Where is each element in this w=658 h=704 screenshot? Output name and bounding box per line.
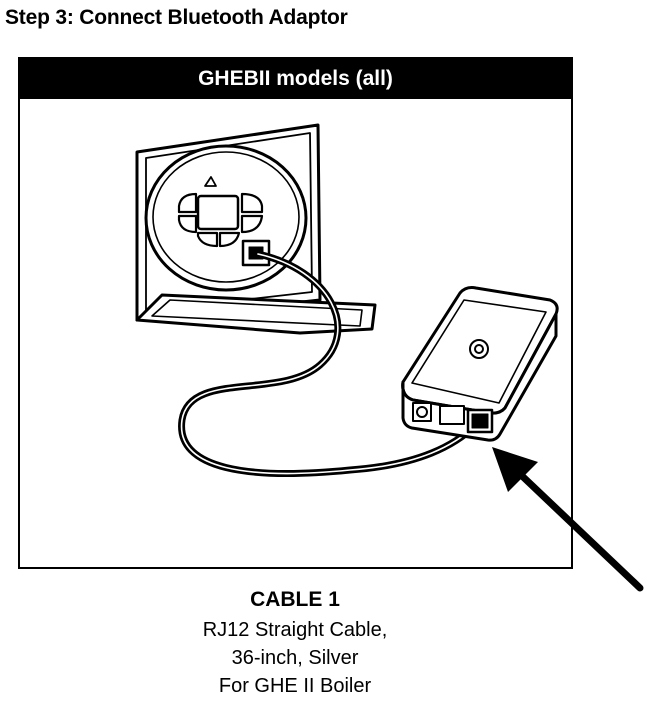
cable-description-line: 36-inch, Silver <box>231 647 359 669</box>
arrow-icon <box>492 447 644 592</box>
step-title: Step 3: Connect Bluetooth Adaptor <box>5 6 348 29</box>
thermostat-control-icon <box>135 123 377 335</box>
cable-label: CABLE 1 <box>250 588 340 611</box>
cable-description-line: RJ12 Straight Cable, <box>202 619 388 641</box>
cable-icon <box>178 250 480 477</box>
panel-title: GHEBII models (all) <box>20 59 571 99</box>
cable-description-line: For GHE II Boiler <box>218 675 372 697</box>
bluetooth-adaptor-icon <box>401 286 559 442</box>
